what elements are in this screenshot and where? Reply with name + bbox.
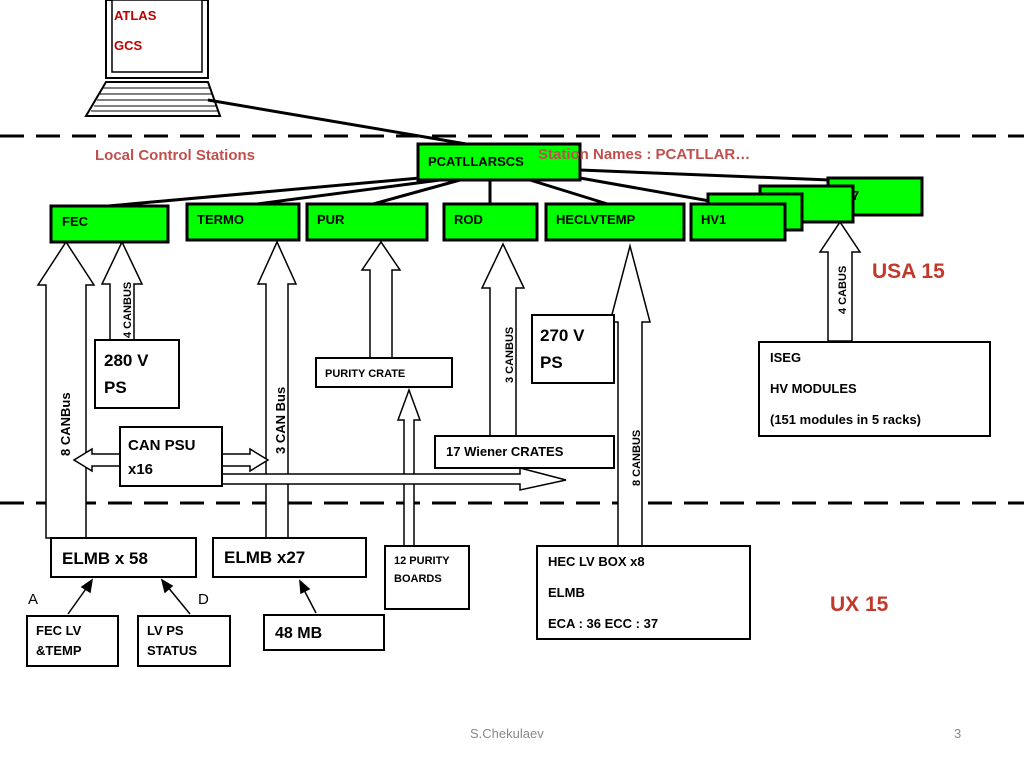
box-270v-ps-line1: 270 V xyxy=(540,326,585,345)
box-purity-boards-line1: 12 PURITY xyxy=(394,555,450,567)
box-270v-ps xyxy=(531,314,615,384)
box-280v-ps xyxy=(94,339,180,409)
box-48mb-label: 48 MB xyxy=(275,625,322,642)
station-names-label: Station Names : PCATLLAR… xyxy=(538,146,750,163)
box-purity-crate-label: PURITY CRATE xyxy=(325,368,405,380)
box-elmb58-label: ELMB x 58 xyxy=(62,549,148,568)
bus-label-fec-8canbus: 8 CANBus xyxy=(58,392,73,456)
box-can-psu-line2: x16 xyxy=(128,461,153,478)
station-rod[interactable] xyxy=(442,202,539,242)
box-iseg-line1: ISEG xyxy=(770,350,801,365)
station-hv1[interactable] xyxy=(689,202,787,242)
box-purity-crate xyxy=(315,357,453,388)
station-termo[interactable] xyxy=(185,202,301,242)
box-wiener-crates xyxy=(434,435,615,469)
station-links xyxy=(107,168,831,208)
box-hec-lv-line2: ELMB xyxy=(548,585,585,600)
local-control-label: Local Control Stations xyxy=(95,147,255,164)
arrow-fec-8canbus xyxy=(36,240,96,539)
laptop-icon xyxy=(84,0,222,117)
station-pur[interactable] xyxy=(305,202,429,242)
arrow-hec-8canbus xyxy=(609,243,651,547)
label-a: A xyxy=(28,591,38,608)
station-pcatllarscs[interactable] xyxy=(416,142,582,182)
bus-label-termo-3canbus: 3 CAN Bus xyxy=(273,387,288,454)
station-pcatllarscs-label: PCATLLARSCS xyxy=(428,154,524,169)
station-hv-back-label: 7 xyxy=(852,188,859,203)
arrow-purity-crate xyxy=(360,240,402,359)
arrow-iseg-4cabus xyxy=(818,220,862,342)
box-purity-boards xyxy=(384,545,470,610)
arrow-can-psu-long xyxy=(221,467,567,491)
box-can-psu-line1: CAN PSU xyxy=(128,437,196,454)
box-iseg-line3: (151 modules in 5 racks) xyxy=(770,412,921,427)
arrow-termo-3canbus xyxy=(256,240,298,539)
station-rod-label: ROD xyxy=(454,212,483,227)
box-elmb27 xyxy=(212,537,367,578)
label-d: D xyxy=(198,591,209,608)
box-hec-lv-line1: HEC LV BOX x8 xyxy=(548,554,645,569)
box-elmb58 xyxy=(50,537,197,578)
arrow-can-psu-left xyxy=(72,447,121,473)
station-heclvtemp-label: HECLVTEMP xyxy=(556,212,636,227)
footer-author: S.Chekulaev xyxy=(470,726,544,741)
station-heclvtemp[interactable] xyxy=(544,202,686,242)
bus-label-fec-4canbus: 4 CANBUS xyxy=(122,282,134,338)
box-fec-lv-temp-line1: FEC LV xyxy=(36,623,82,638)
station-fec-label: FEC xyxy=(62,214,89,229)
box-hec-lv xyxy=(536,545,751,640)
station-pur-label: PUR xyxy=(317,212,345,227)
box-wiener-crates-label: 17 Wiener CRATES xyxy=(446,444,564,459)
arrow-wiener-rod xyxy=(480,242,526,437)
footer-page-number: 3 xyxy=(954,726,961,741)
box-fec-lv-temp-line2: &TEMP xyxy=(36,643,82,658)
arrow-can-psu-right xyxy=(221,447,270,473)
station-fec[interactable] xyxy=(49,204,170,244)
box-can-psu xyxy=(119,426,223,487)
arrow-fec-4canbus xyxy=(100,240,144,341)
bus-label-rod-3canbus: 3 CANBUS xyxy=(504,327,516,383)
box-elmb27-label: ELMB x27 xyxy=(224,548,305,567)
bus-label-iseg-4cabus: 4 CABUS xyxy=(837,266,849,314)
bus-label-hec-8canbus: 8 CANBUS xyxy=(631,430,643,486)
box-48mb xyxy=(263,614,385,651)
box-iseg-line2: HV MODULES xyxy=(770,381,857,396)
box-lv-ps-status-line2: STATUS xyxy=(147,643,197,658)
station-termo-label: TERMO xyxy=(197,212,244,227)
usa15-label: USA 15 xyxy=(872,260,945,283)
box-lv-ps-status-line1: LV PS xyxy=(147,623,184,638)
box-hec-lv-line3: ECA : 36 ECC : 37 xyxy=(548,616,658,631)
arrow-purity-boards xyxy=(396,387,422,547)
laptop-label-gcs: GCS xyxy=(114,38,143,53)
station-hv1-label: HV1 xyxy=(701,212,726,227)
box-iseg xyxy=(758,341,991,437)
box-fec-lv-temp xyxy=(26,615,119,667)
box-280v-ps-line1: 280 V xyxy=(104,351,149,370)
ux15-label: UX 15 xyxy=(830,593,889,616)
box-270v-ps-line2: PS xyxy=(540,353,563,372)
box-purity-boards-line2: BOARDS xyxy=(394,573,442,585)
laptop-label-atlas: ATLAS xyxy=(114,8,157,23)
box-lv-ps-status xyxy=(137,615,231,667)
laptop-link xyxy=(207,98,479,148)
elmb-feed-arrows xyxy=(67,578,317,615)
box-280v-ps-line2: PS xyxy=(104,378,127,397)
